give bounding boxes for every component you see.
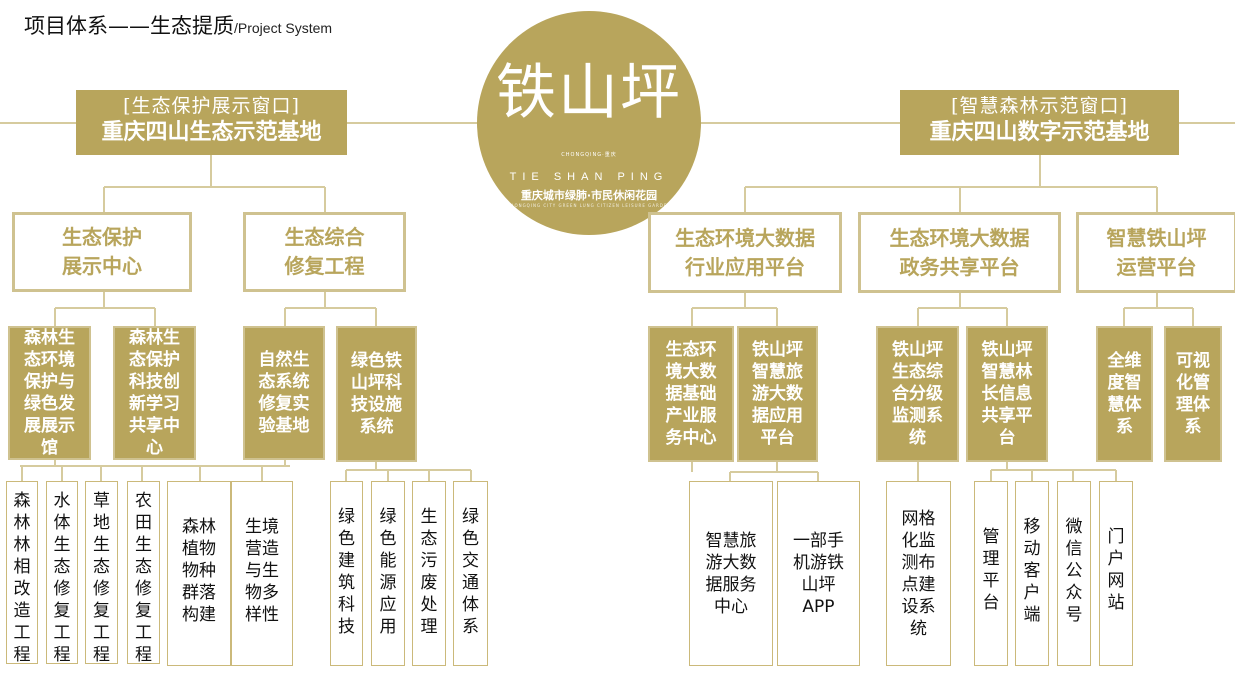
leaf-text: 森林林相改造工程 (13, 491, 31, 665)
leaf-box: 网格 化监 测布 点建 设系 统 (886, 481, 951, 666)
child-box: 可视 化管 理体 系 (1164, 326, 1222, 462)
leaf-text: 一部手 机游铁 山坪 APP (793, 530, 844, 617)
child-box: 铁山坪 智慧林 长信息 共享平 台 (966, 326, 1048, 462)
leaf-text: 绿色建筑科技 (338, 507, 355, 637)
group-box: 智慧铁山坪 运营平台 (1076, 212, 1235, 293)
leaf-box: 森林 植物 物种 群落 构建 (167, 481, 231, 666)
leaf-box: 森林林相改造工程 (6, 481, 38, 665)
center-emblem: 铁山坪 CHONGQING·重庆 TIE SHAN PING 重庆城市绿肺·市民… (477, 11, 701, 235)
leaf-text: 绿色交通体系 (462, 507, 479, 637)
leaf-text: 生境 营造 与生 物多 样性 (245, 517, 279, 625)
leaf-box: 微信公众号 (1057, 481, 1091, 666)
leaf-text: 水体生态修复工程 (53, 491, 71, 665)
group-box: 生态保护 展示中心 (12, 212, 192, 292)
leaf-text: 生态污废处理 (420, 507, 438, 637)
leaf-box: 绿色建筑科技 (330, 481, 363, 666)
leaf-text: 森林 植物 物种 群落 构建 (182, 517, 216, 625)
leaf-box: 一部手 机游铁 山坪 APP (777, 481, 860, 666)
leaf-box: 草地生态修复工程 (85, 481, 118, 665)
right-banner-line2: 重庆四山数字示范基地 (929, 120, 1150, 145)
center-slogan: 重庆城市绿肺·市民休闲花园 (520, 189, 658, 202)
leaf-text: 草地生态修复工程 (93, 491, 110, 665)
leaf-text: 网格 化监 测布 点建 设系 统 (901, 508, 936, 639)
leaf-box: 智慧旅 游大数 据服务 中心 (689, 481, 773, 666)
leaf-text: 智慧旅 游大数 据服务 中心 (705, 530, 757, 617)
right-banner-line1: [智慧森林示范窗口] (951, 95, 1128, 117)
leaf-box: 农田生态修复工程 (127, 481, 160, 665)
leaf-box: 水体生态修复工程 (46, 481, 78, 665)
left-banner-line1: [生态保护展示窗口] (123, 95, 300, 117)
child-box: 森林生 态保护 科技创 新学习 共享中 心 (113, 326, 196, 460)
left-banner-line2: 重庆四山生态示范基地 (101, 120, 322, 145)
center-name: 铁山坪 (496, 58, 682, 128)
right-banner: [智慧森林示范窗口] 重庆四山数字示范基地 (900, 90, 1179, 155)
leaf-box: 绿色能源应用 (371, 481, 405, 666)
child-box: 铁山坪 生态综 合分级 监测系 统 (876, 326, 959, 462)
group-box: 生态综合 修复工程 (243, 212, 406, 292)
leaf-box: 门户网站 (1099, 481, 1133, 666)
center-tiny-text-2: CHONGQING CITY GREEN LUNG CITIZEN LEISUR… (506, 203, 672, 208)
leaf-box: 生境 营造 与生 物多 样性 (231, 481, 293, 666)
leaf-text: 微信公众号 (1065, 517, 1083, 625)
child-box: 生态环 境大数 据基础 产业服 务中心 (648, 326, 734, 462)
page-title-sub: /Project System (234, 20, 333, 36)
group-box: 生态环境大数据 行业应用平台 (648, 212, 842, 293)
center-pinyin: TIE SHAN PING (509, 171, 669, 183)
leaf-text: 农田生态修复工程 (135, 491, 152, 665)
page-title-main: 项目体系——生态提质 (24, 14, 234, 38)
child-box: 绿色铁 山坪科 技设施 系统 (336, 326, 417, 462)
leaf-text: 门户网站 (1107, 527, 1125, 613)
leaf-box: 绿色交通体系 (453, 481, 488, 666)
leaf-box: 移动客户端 (1015, 481, 1049, 666)
leaf-box: 生态污废处理 (412, 481, 446, 666)
leaf-text: 绿色能源应用 (379, 507, 397, 637)
left-banner: [生态保护展示窗口] 重庆四山生态示范基地 (76, 90, 347, 155)
leaf-box: 管理平台 (974, 481, 1008, 666)
center-tiny-text: CHONGQING·重庆 (561, 152, 617, 158)
page-title: 项目体系——生态提质/Project System (24, 10, 332, 40)
child-box: 铁山坪 智慧旅 游大数 据应用 平台 (737, 326, 818, 462)
child-box: 自然生 态系统 修复实 验基地 (243, 326, 325, 460)
leaf-text: 管理平台 (982, 527, 1000, 613)
group-box: 生态环境大数据 政务共享平台 (858, 212, 1061, 293)
child-box: 森林生 态环境 保护与 绿色发 展展示 馆 (8, 326, 91, 460)
leaf-text: 移动客户端 (1023, 517, 1041, 625)
child-box: 全维 度智 慧体 系 (1096, 326, 1153, 462)
